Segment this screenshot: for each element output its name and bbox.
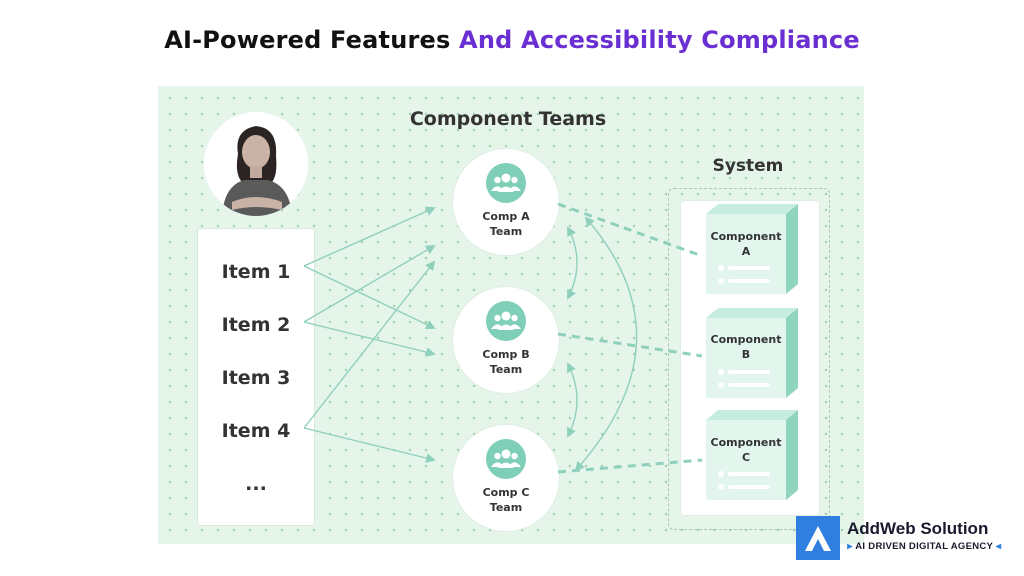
list-item: Item 3 [221, 367, 291, 389]
team-icon [486, 163, 526, 203]
team-node-a: Comp A Team [452, 148, 560, 256]
system-heading: System [712, 156, 784, 176]
team-node-b: Comp B Team [452, 286, 560, 394]
team-label-line2: Team [489, 363, 523, 376]
arrow-b-c [567, 362, 578, 438]
person-illustration [204, 112, 308, 216]
arrow-a-b [567, 226, 578, 300]
brand-tagline: ⫸ AI DRIVEN DIGITAL AGENCY ⫷ [847, 541, 1002, 552]
diagram-panel: Component Teams Item 1 Item 2 Item 3 Ite… [158, 86, 864, 544]
diagram-heading: Component Teams [409, 108, 607, 130]
component-cube-a [706, 204, 798, 294]
arrow-item1-to-b [303, 265, 436, 330]
component-cube-c [706, 410, 798, 500]
page-title: AI-Powered Features And Accessibility Co… [0, 26, 1024, 54]
system-boundary [668, 188, 830, 530]
arrow-a-c [574, 216, 638, 472]
tagline-left-icon: ⫸ [847, 541, 856, 552]
arrow-item4-to-c [303, 427, 436, 463]
tagline-right-icon: ⫷ [993, 541, 1002, 552]
arrow-item2-to-b [303, 321, 436, 357]
team-node-c: Comp C Team [452, 424, 560, 532]
list-item: Item 1 [221, 261, 291, 283]
link-b-to-component-b [557, 332, 703, 358]
title-main: AI-Powered Features [164, 26, 460, 54]
arrow-item4-to-a [303, 260, 436, 429]
item-list: Item 1 Item 2 Item 3 Item 4 ... [197, 228, 315, 526]
team-icon [486, 301, 526, 341]
list-item: ... [245, 473, 267, 495]
team-label-line1: Comp B [482, 348, 530, 361]
brand-logo-icon [796, 516, 840, 560]
list-item: Item 2 [221, 314, 291, 336]
list-item: Item 4 [221, 420, 291, 442]
team-label-line1: Comp A [482, 210, 530, 223]
arrow-item1-to-a [303, 206, 436, 267]
link-c-to-component-c [557, 458, 703, 474]
link-a-to-component-a [557, 202, 703, 258]
team-label-line2: Team [489, 225, 523, 238]
team-icon [486, 439, 526, 479]
title-accent: And Accessibility Compliance [459, 26, 860, 54]
arrow-item2-to-a [303, 245, 436, 323]
team-label-line1: Comp C [482, 486, 530, 499]
component-cube-b [706, 308, 798, 398]
person-avatar [204, 112, 308, 216]
team-label-line2: Team [489, 501, 523, 514]
connections [303, 202, 798, 500]
brand-name: AddWeb Solution [847, 519, 989, 538]
